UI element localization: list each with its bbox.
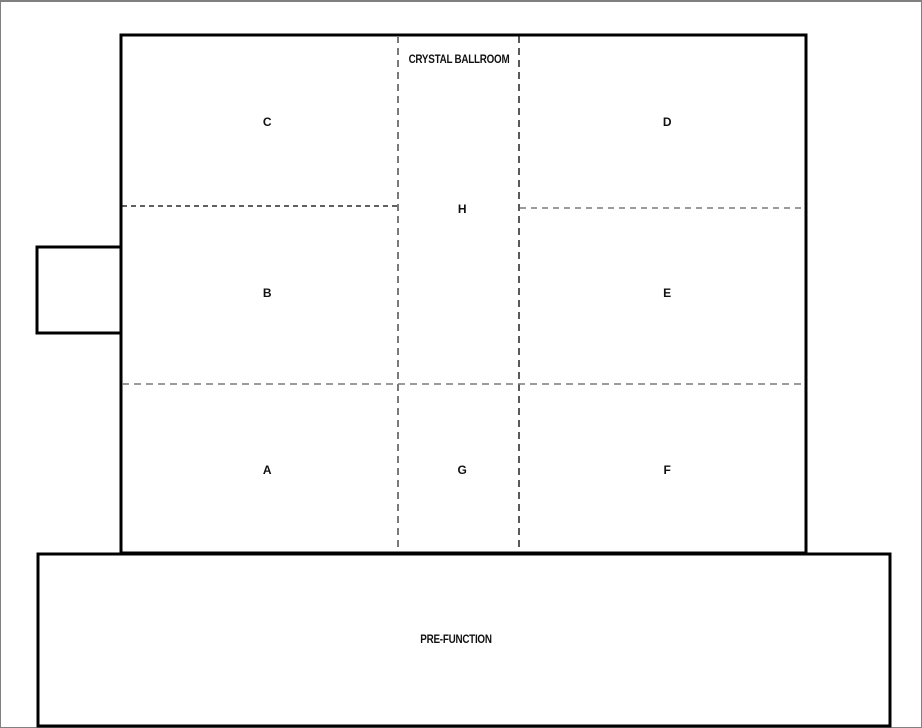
room-f-label: F xyxy=(663,463,671,477)
prefunction-label: PRE-FUNCTION xyxy=(420,632,492,646)
room-h-label: H xyxy=(457,202,467,216)
side-alcove xyxy=(35,245,121,335)
ballroom-title: CRYSTAL BALLROOM xyxy=(408,52,510,66)
room-c-label: C xyxy=(262,115,272,129)
prefunction-outline xyxy=(36,552,892,728)
room-d-label: D xyxy=(662,115,672,129)
room-e-label: E xyxy=(663,286,671,300)
room-b-label: B xyxy=(262,286,272,300)
room-g-label: G xyxy=(457,463,467,477)
room-a-label: A xyxy=(262,463,272,477)
